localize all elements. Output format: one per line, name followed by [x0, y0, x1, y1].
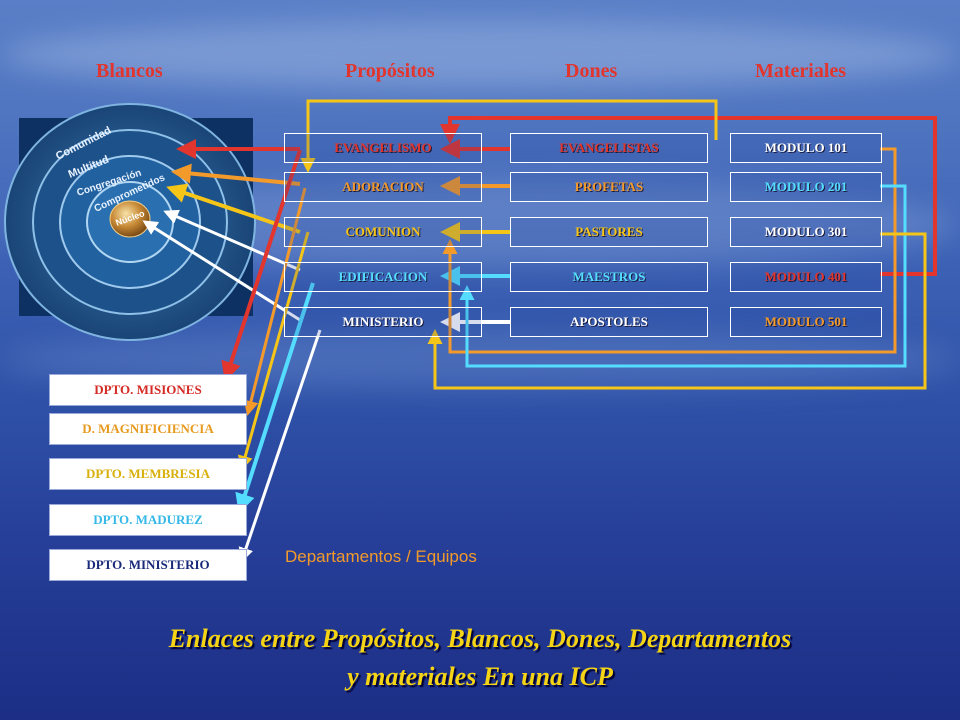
- arrow-comunion-dpto: [238, 231, 310, 471]
- header-blancos: Blancos: [96, 60, 163, 82]
- route-modulo201: [459, 184, 907, 368]
- arrow-edificacion-dpto: [235, 282, 315, 514]
- arrow-adoracion-dpto: [243, 187, 307, 416]
- material-modulo-501: MODULO 501: [730, 307, 882, 337]
- dpto-madurez: DPTO. MADUREZ: [49, 504, 247, 536]
- route-modulo101: [442, 147, 897, 354]
- dpto-membresia: DPTO. MEMBRESIA: [49, 458, 247, 490]
- header-dones: Dones: [565, 60, 618, 82]
- slide-title: Enlaces entre Propósitos, Blancos, Dones…: [0, 620, 960, 696]
- arrow-adoracion-blanco: [171, 163, 301, 186]
- proposito-edificacion: EDIFICACION: [284, 262, 482, 292]
- don-pastores: PASTORES: [510, 217, 708, 247]
- don-apostoles: APOSTOLES: [510, 307, 708, 337]
- dpto-magnificiencia: D. MAGNIFICIENCIA: [49, 413, 247, 445]
- don-profetas: PROFETAS: [510, 172, 708, 202]
- header-materiales: Materiales: [755, 60, 847, 82]
- proposito-ministerio: MINISTERIO: [284, 307, 482, 337]
- concentric-circles-image: [4, 103, 256, 341]
- header-propositos: Propósitos: [345, 60, 435, 82]
- route-modulo401: [440, 116, 937, 276]
- route-modulo301: [427, 232, 927, 390]
- departamentos-label: Departamentos / Equipos: [285, 547, 477, 566]
- material-modulo-401: MODULO 401: [730, 262, 882, 292]
- don-evangelistas: EVANGELISTAS: [510, 133, 708, 163]
- sky-haze: [0, 20, 960, 90]
- title-line-2: y materiales En una ICP: [347, 662, 613, 691]
- dpto-ministerio: DPTO. MINISTERIO: [49, 549, 247, 581]
- proposito-comunion: COMUNION: [284, 217, 482, 247]
- proposito-adoracion: ADORACION: [284, 172, 482, 202]
- proposito-evangelismo: EVANGELISMO: [284, 133, 482, 163]
- dpto-misiones: DPTO. MISIONES: [49, 374, 247, 406]
- material-modulo-301: MODULO 301: [730, 217, 882, 247]
- arrow-edificacion-blanco: [163, 209, 301, 272]
- arrow-comunion-blanco: [166, 183, 301, 234]
- arrow-ministerio-dpto: [238, 329, 322, 563]
- title-line-1: Enlaces entre Propósitos, Blancos, Dones…: [168, 624, 792, 653]
- arrow-evangelismo-dpto: [221, 149, 302, 382]
- material-modulo-101: MODULO 101: [730, 133, 882, 163]
- material-modulo-201: MODULO 201: [730, 172, 882, 202]
- don-maestros: MAESTROS: [510, 262, 708, 292]
- route-top-yellow: [300, 99, 718, 173]
